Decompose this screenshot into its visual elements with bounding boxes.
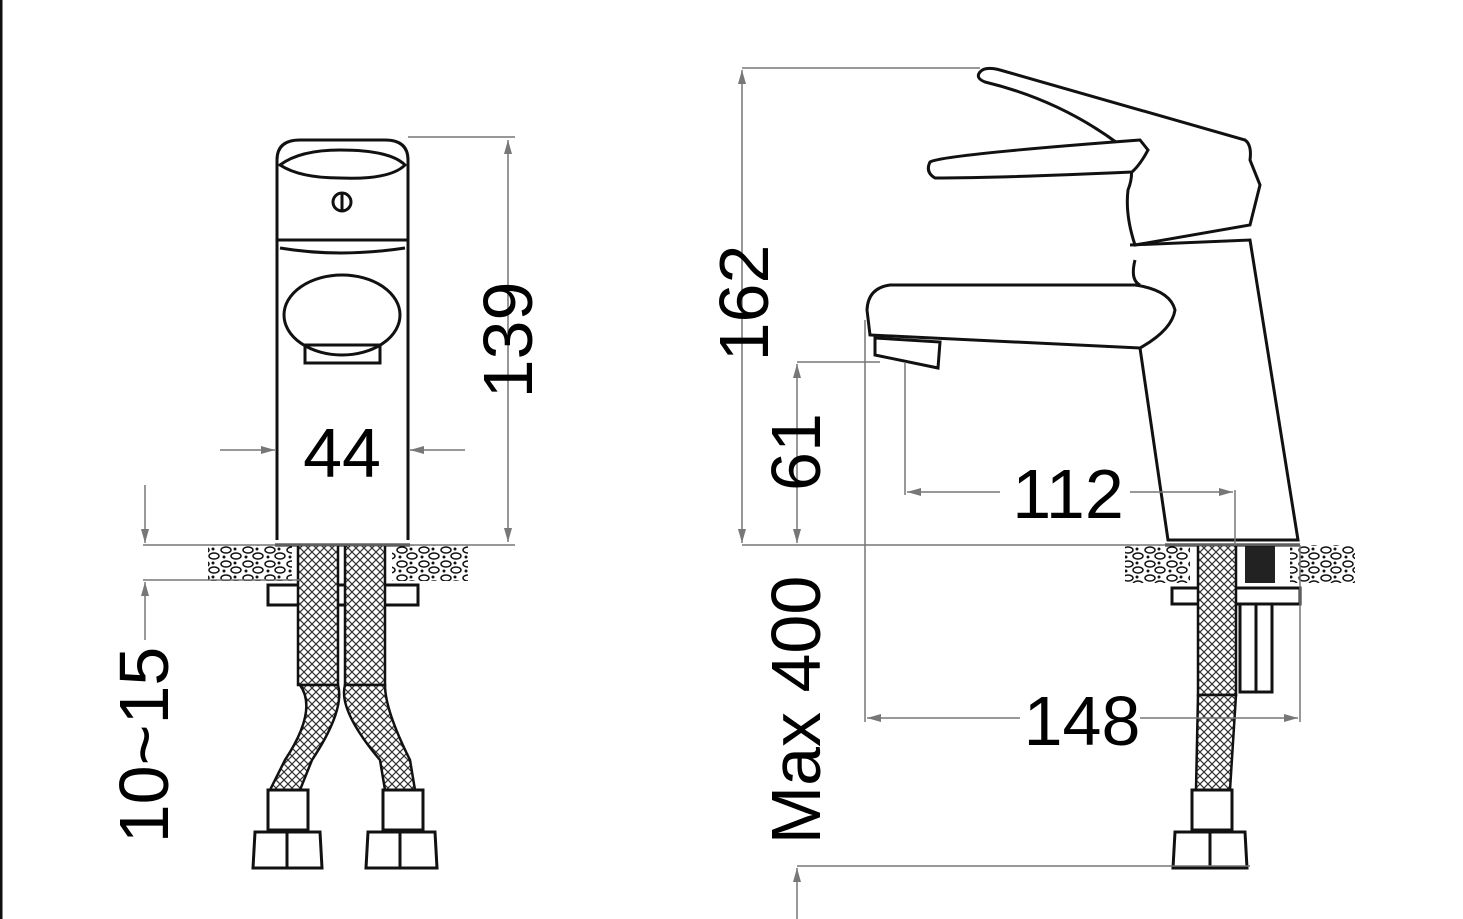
- lever-handle: [976, 66, 1262, 247]
- handle-top: [277, 148, 408, 180]
- front-view: 139 44 10~15: [105, 136, 547, 870]
- hose-left: [296, 543, 340, 687]
- side-view: 162 61 112 148 Max 400: [705, 66, 1355, 919]
- aerator: [873, 336, 942, 370]
- faucet-body-side: [1129, 238, 1300, 542]
- dim-162: 162: [705, 245, 783, 362]
- dim-139: 139: [469, 282, 547, 399]
- dim-max-400: Max 400: [757, 576, 835, 844]
- dim-112: 112: [1012, 455, 1124, 533]
- dim-10-15: 10~15: [105, 647, 183, 844]
- spout-front: [282, 273, 402, 357]
- hose-side: [1196, 543, 1238, 697]
- dim-148: 148: [1024, 682, 1141, 760]
- hose-right: [343, 543, 387, 687]
- dim-44: 44: [303, 414, 381, 492]
- faucet-body: [275, 138, 410, 540]
- dim-61: 61: [757, 413, 835, 491]
- spout: [865, 259, 1177, 350]
